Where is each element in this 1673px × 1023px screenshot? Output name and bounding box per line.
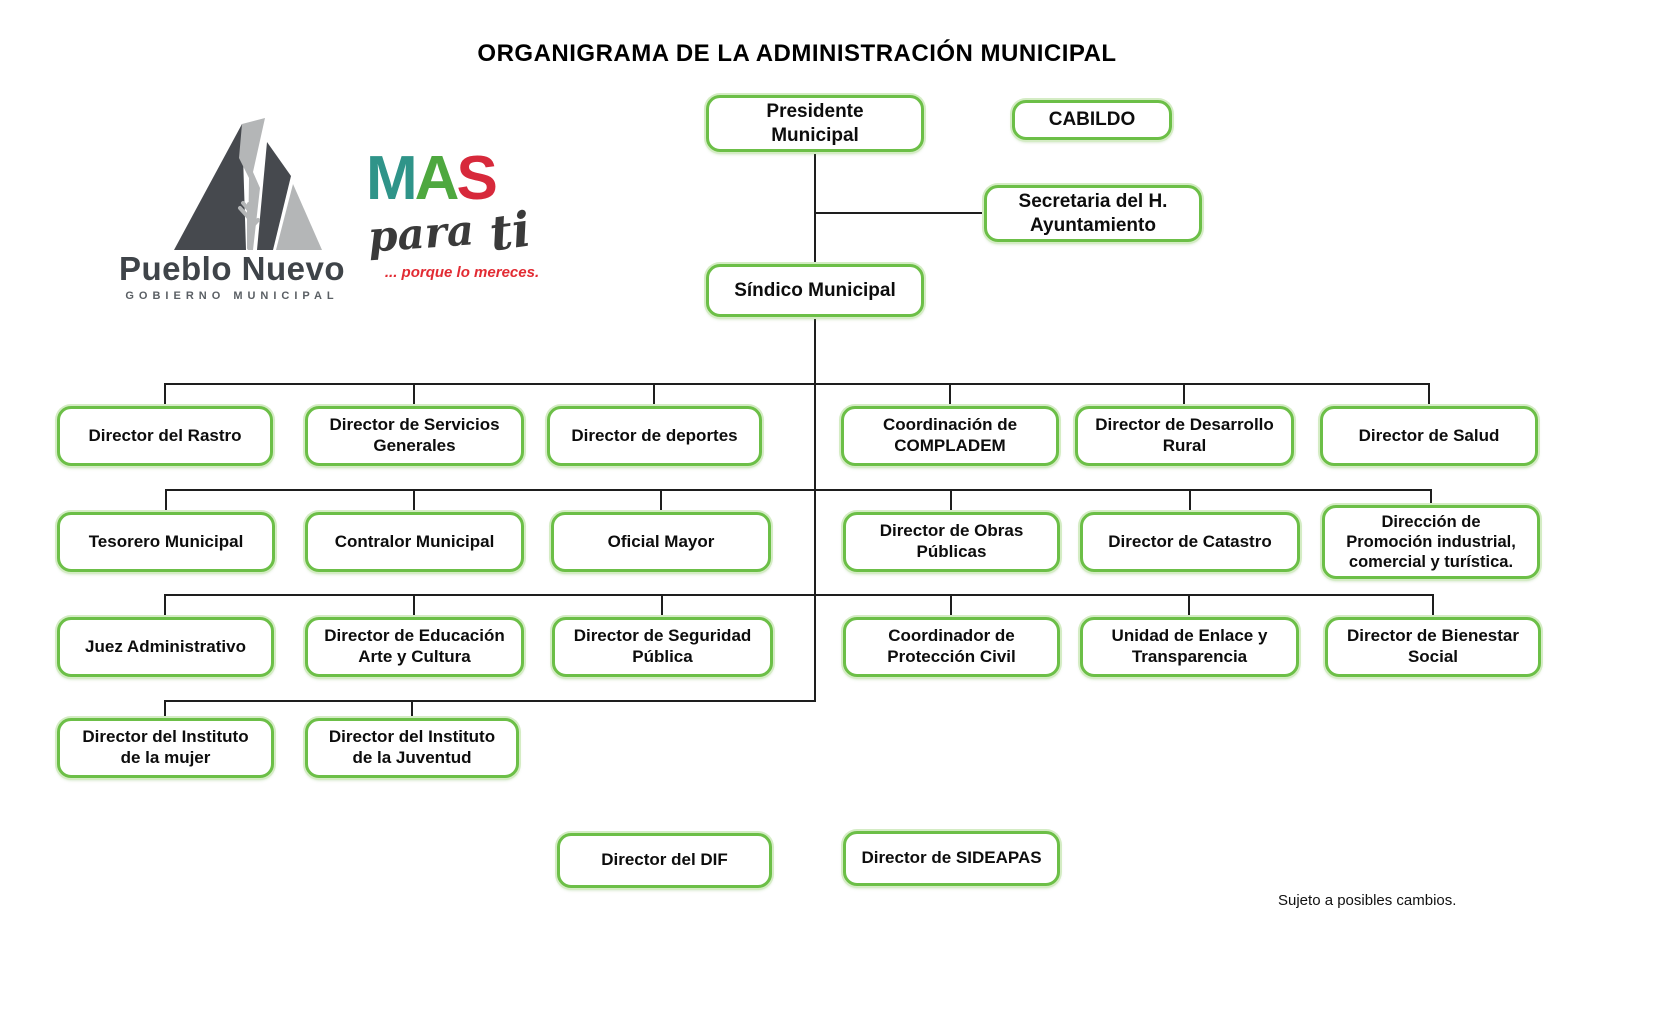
page-title: ORGANIGRAMA DE LA ADMINISTRACIÓN MUNICIP… xyxy=(477,40,1117,67)
connector-row2-drop-1 xyxy=(165,489,167,512)
node-direccion-promocion-industrial: Dirección de Promoción industrial, comer… xyxy=(1322,505,1540,579)
connector-row1-drop-5 xyxy=(1183,383,1185,406)
connector-row1-drop-6 xyxy=(1428,383,1430,406)
connector-row1-drop-3 xyxy=(653,383,655,406)
node-juez-administrativo: Juez Administrativo xyxy=(57,617,274,677)
node-coordinacion-compladem: Coordinación de COMPLADEM xyxy=(841,406,1059,466)
connector-row3-drop-6 xyxy=(1432,594,1434,617)
connector-row4-drop-1 xyxy=(164,700,166,718)
connector-presidente-sindico xyxy=(814,152,816,264)
connector-row2-drop-3 xyxy=(660,489,662,512)
node-director-del-dif: Director del DIF xyxy=(557,833,772,888)
node-director-instituto-mujer: Director del Instituto de la mujer xyxy=(57,718,274,778)
connector-secretaria xyxy=(815,212,984,214)
connector-row3-drop-5 xyxy=(1188,594,1190,617)
node-contralor-municipal: Contralor Municipal xyxy=(305,512,524,572)
node-coordinador-proteccion-civil: Coordinador de Protección Civil xyxy=(843,617,1060,677)
node-director-bienestar-social: Director de Bienestar Social xyxy=(1325,617,1541,677)
pueblo-nuevo-mountain-logo-icon xyxy=(174,118,322,250)
pueblo-nuevo-wordmark: Pueblo Nuevo xyxy=(118,250,346,287)
mas-letter-s: S xyxy=(456,144,497,213)
connector-row3-drop-3 xyxy=(661,594,663,617)
mas-letter-a: A xyxy=(414,144,460,213)
node-cabildo: CABILDO xyxy=(1012,100,1172,140)
node-director-servicios-generales: Director de Servicios Generales xyxy=(305,406,524,466)
connector-row2-drop-2 xyxy=(413,489,415,512)
connector-row2-bus xyxy=(165,489,1432,491)
connector-row3-drop-1 xyxy=(164,594,166,617)
connector-row2-drop-5 xyxy=(1189,489,1191,512)
para-word: para xyxy=(366,205,476,262)
connector-row4-drop-2 xyxy=(411,700,413,718)
connector-row1-drop-4 xyxy=(949,383,951,406)
ti-word: ti xyxy=(486,201,535,263)
connector-central-trunk xyxy=(814,317,816,702)
node-director-de-sideapas: Director de SIDEAPAS xyxy=(843,831,1060,886)
connector-row1-bus xyxy=(164,383,1430,385)
node-director-desarrollo-rural: Director de Desarrollo Rural xyxy=(1075,406,1294,466)
connector-row2-drop-6 xyxy=(1430,489,1432,505)
node-director-instituto-juventud: Director del Instituto de la Juventud xyxy=(305,718,519,778)
node-director-seguridad-publica: Director de Seguridad Pública xyxy=(552,617,773,677)
connector-row3-bus xyxy=(164,594,1434,596)
footnote: Sujeto a posibles cambios. xyxy=(1278,892,1457,909)
node-director-del-rastro: Director del Rastro xyxy=(57,406,273,466)
node-director-de-catastro: Director de Catastro xyxy=(1080,512,1300,572)
node-director-obras-publicas: Director de Obras Públicas xyxy=(843,512,1060,572)
node-director-de-salud: Director de Salud xyxy=(1320,406,1538,466)
connector-row2-drop-4 xyxy=(950,489,952,512)
node-presidente-municipal: Presidente Municipal xyxy=(706,95,924,152)
mas-wordmark: MAS xyxy=(366,148,556,210)
node-director-de-deportes: Director de deportes xyxy=(547,406,762,466)
node-oficial-mayor: Oficial Mayor xyxy=(551,512,771,572)
node-unidad-enlace-transparencia: Unidad de Enlace y Transparencia xyxy=(1080,617,1299,677)
connector-row1-drop-2 xyxy=(413,383,415,406)
gobierno-municipal-label: GOBIERNO MUNICIPAL xyxy=(125,290,339,302)
mas-letter-m: M xyxy=(366,144,418,213)
slogan-tagline: ... porque lo mereces. xyxy=(384,264,540,281)
connector-row1-drop-1 xyxy=(164,383,166,406)
connector-row3-drop-2 xyxy=(413,594,415,617)
node-tesorero-municipal: Tesorero Municipal xyxy=(57,512,275,572)
node-secretaria-ayuntamiento: Secretaria del H. Ayuntamiento xyxy=(984,185,1202,242)
connector-row4-bus xyxy=(164,700,816,702)
node-director-educacion-arte-cultura: Director de Educación Arte y Cultura xyxy=(305,617,524,677)
connector-row3-drop-4 xyxy=(950,594,952,617)
node-sindico-municipal: Síndico Municipal xyxy=(706,264,924,317)
